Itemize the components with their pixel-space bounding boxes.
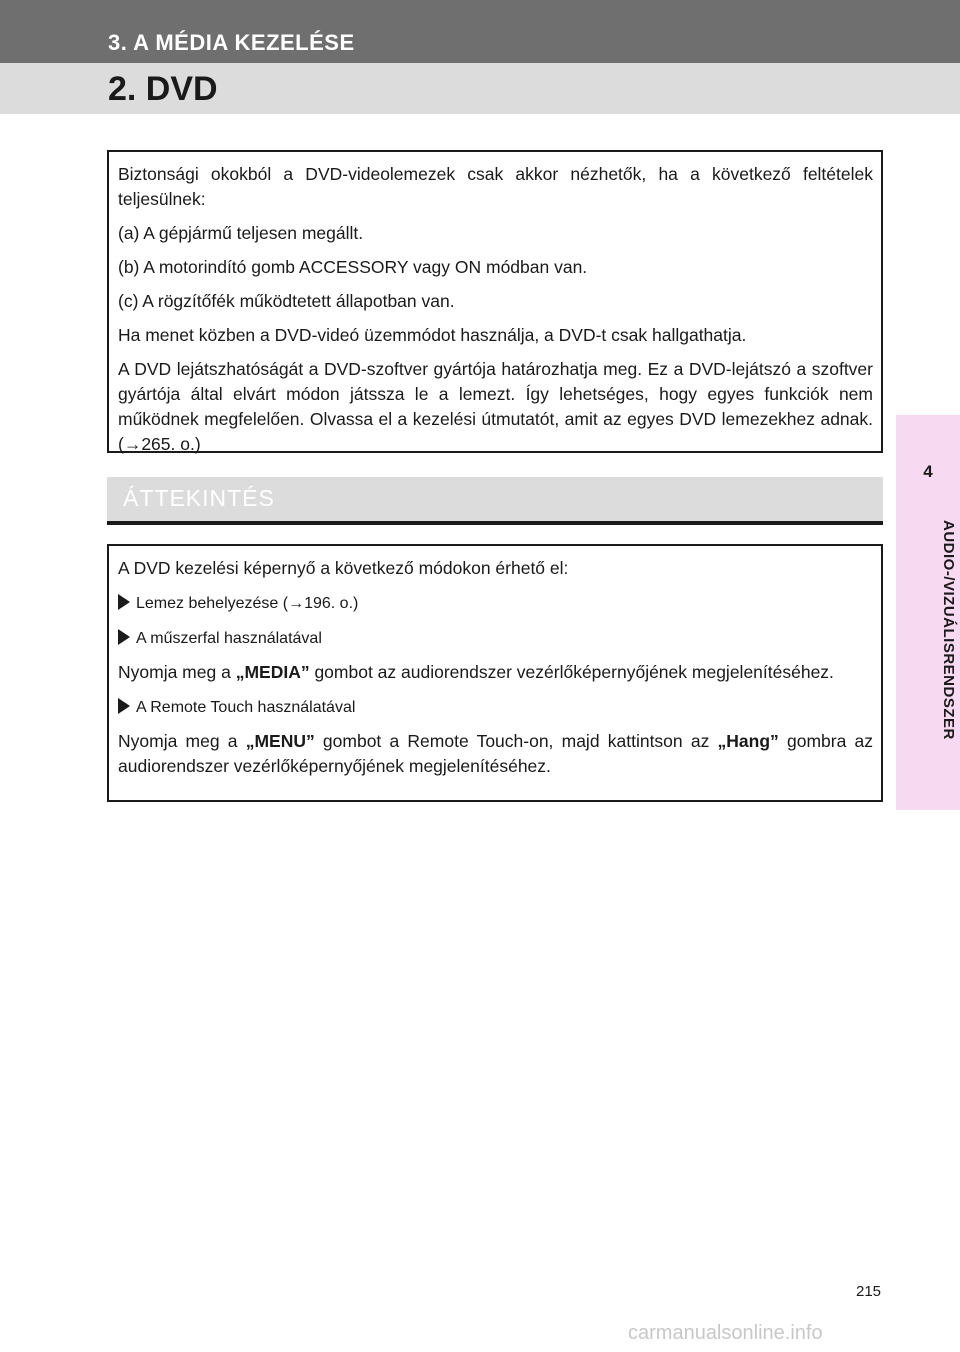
chapter-number: 4 — [923, 462, 933, 481]
page-title: 2. DVD — [108, 70, 218, 108]
overview-intro: A DVD kezelési képernyő a következő módo… — [118, 558, 569, 578]
list-item: Lemez behelyezése (→196. o.) — [118, 590, 873, 616]
safety-info-box: Biztonsági okokból a DVD-videolemezek cs… — [107, 150, 883, 454]
condition-c: (c) A rögzítőfék működtetett állapotban … — [118, 291, 455, 311]
dashboard-instruction: Nyomja meg a „MEDIA” gombot az audiorend… — [118, 660, 873, 685]
condition-a: (a) A gépjármű teljesen megállt. — [118, 223, 364, 243]
page-header-band: 3. A MÉDIA KEZELÉSE 2. DVD — [0, 0, 960, 114]
instruction-text: Nyomja meg a — [118, 662, 236, 682]
arrow-right-icon — [118, 594, 130, 611]
arrow-right-icon — [118, 629, 130, 646]
instruction-text: gombra az audiorendszer vezérlőképernyőj… — [118, 731, 873, 776]
instruction-text: gombot a Remote Touch-on, majd kattintso… — [314, 731, 718, 751]
hang-button-name: „Hang” — [717, 731, 779, 751]
overview-heading-bar: ÁTTEKINTÉS — [107, 477, 883, 525]
overview-box: A DVD kezelési képernyő a következő módo… — [107, 544, 883, 802]
menu-button-name: „MENU” — [245, 731, 315, 751]
safety-intro: Biztonsági okokból a DVD-videolemezek cs… — [118, 164, 873, 209]
media-button-name: „MEDIA” — [235, 662, 310, 682]
playability-note: A DVD lejátszhatóságát a DVD-szoftver gy… — [118, 359, 873, 454]
section-label: 3. A MÉDIA KEZELÉSE — [108, 30, 355, 55]
instruction-text: Nyomja meg a — [118, 731, 246, 751]
instruction-text: gombot az audiorendszer vezérlőképernyőj… — [309, 662, 834, 682]
page-number: 215 — [856, 1283, 882, 1300]
chapter-side-tab: 4 AUDIO-/VIZUÁLISRENDSZER — [896, 415, 960, 810]
item-remote-touch: A Remote Touch használatával — [136, 699, 356, 716]
driving-note: Ha menet közben a DVD-videó üzemmódot ha… — [118, 325, 747, 345]
list-item: A Remote Touch használatával — [118, 694, 873, 720]
item-dashboard: A műszerfal használatával — [136, 630, 322, 647]
remote-touch-instruction: Nyomja meg a „MENU” gombot a Remote Touc… — [118, 729, 873, 779]
overview-heading: ÁTTEKINTÉS — [123, 485, 275, 511]
watermark: carmanualsonline.info — [628, 1322, 823, 1344]
arrow-right-icon — [118, 698, 130, 715]
item-insert-disc: Lemez behelyezése (→196. o.) — [136, 595, 359, 612]
chapter-label: AUDIO-/VIZUÁLISRENDSZER — [940, 520, 957, 740]
condition-b: (b) A motorindító gomb ACCESSORY vagy ON… — [118, 257, 588, 277]
list-item: A műszerfal használatával — [118, 625, 873, 651]
header-dark-strip — [0, 0, 960, 63]
